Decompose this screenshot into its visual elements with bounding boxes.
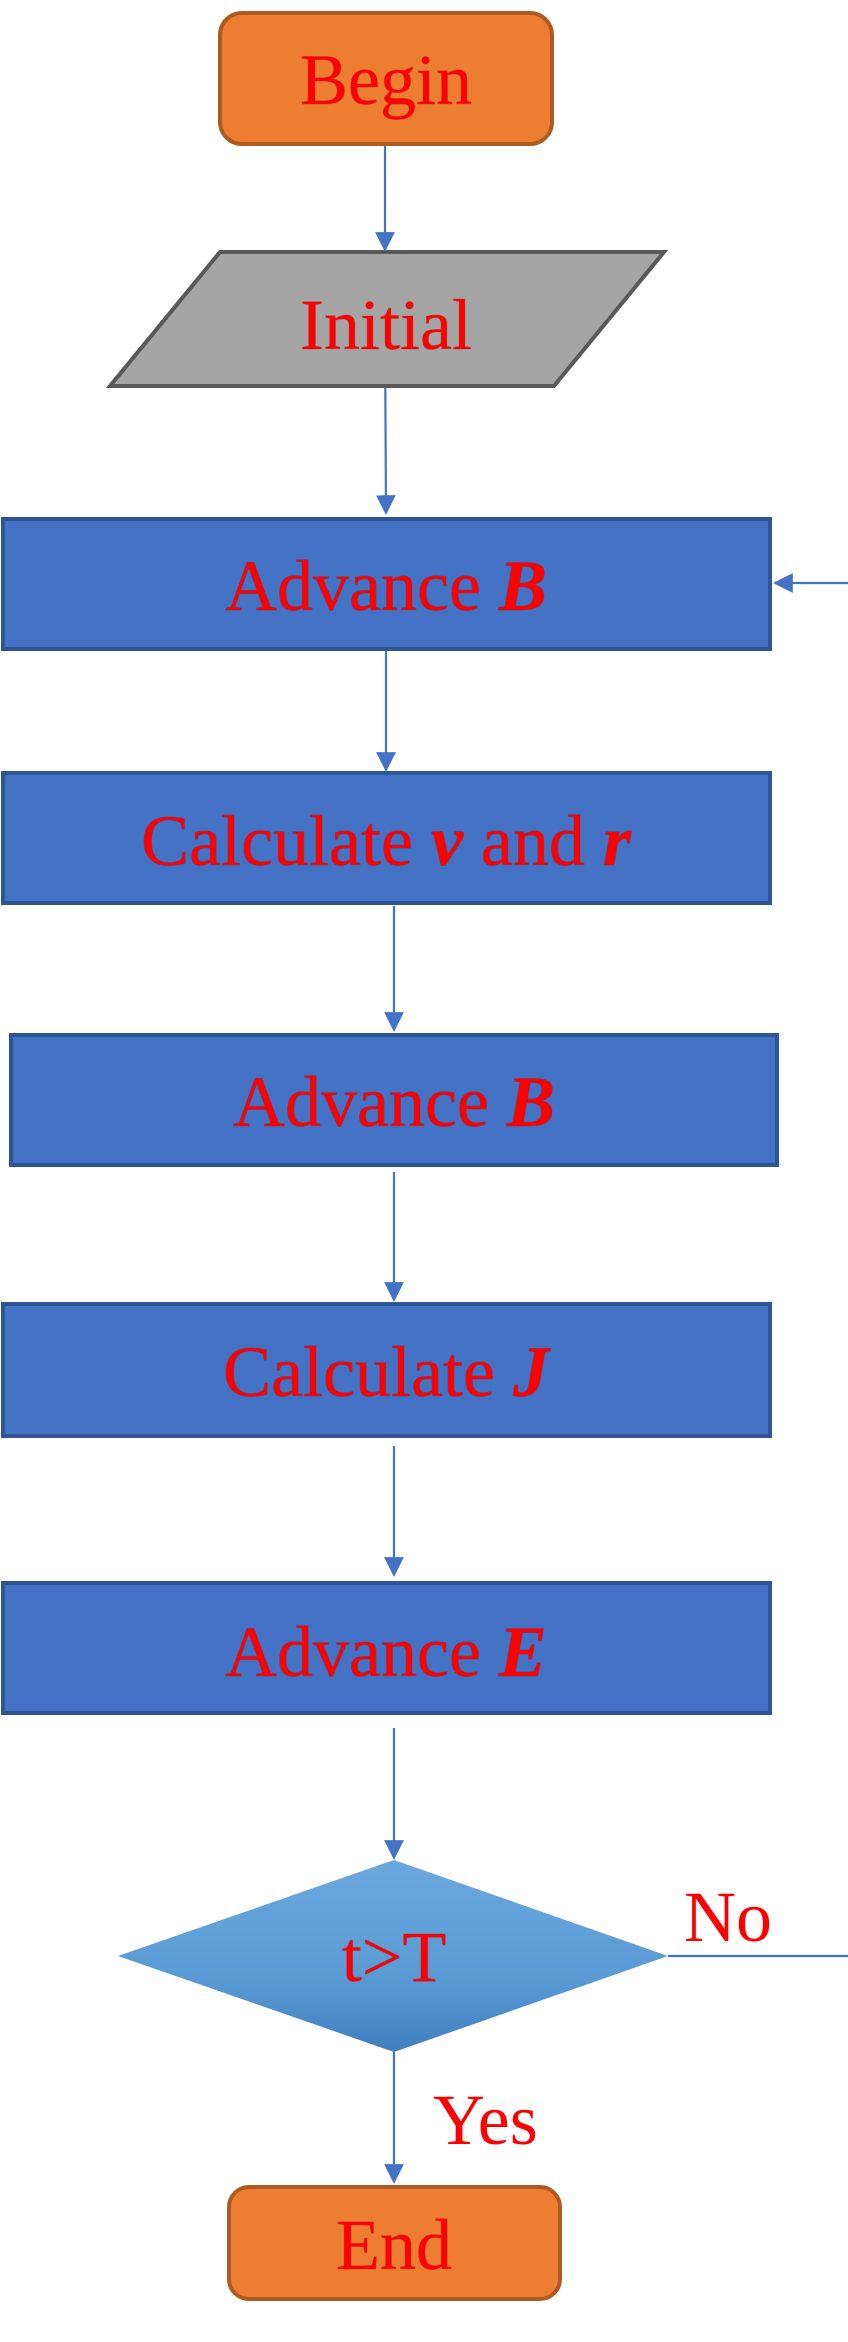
begin-node: Begin [218,11,554,146]
advance-e-label: Advance E [225,1612,547,1692]
advance-b-node-2: Advance B [9,1033,779,1167]
begin-label: Begin [300,40,472,120]
advance-b-label-1: Advance B [225,546,547,626]
advance-b-node-1: Advance B [1,517,772,651]
calculate-v-r-node: Calculate v and r [1,771,772,905]
decision-node: t>T [118,1860,668,2052]
initial-node: Initial [105,250,669,388]
calculate-v-r-label: Calculate v and r [141,801,632,881]
edge-decision-loop-no [668,573,848,1958]
yes-edge-label: Yes [433,2080,538,2160]
advance-e-node: Advance E [1,1581,772,1715]
end-node: End [227,2185,562,2301]
calculate-j-node: Calculate J [1,1302,772,1438]
no-edge-label: No [684,1877,772,1957]
calculate-j-label: Calculate J [223,1332,551,1412]
initial-label: Initial [300,285,472,365]
decision-label: t>T [342,1917,447,1997]
end-label: End [336,2205,452,2285]
advance-b-label-2: Advance B [233,1062,555,1142]
